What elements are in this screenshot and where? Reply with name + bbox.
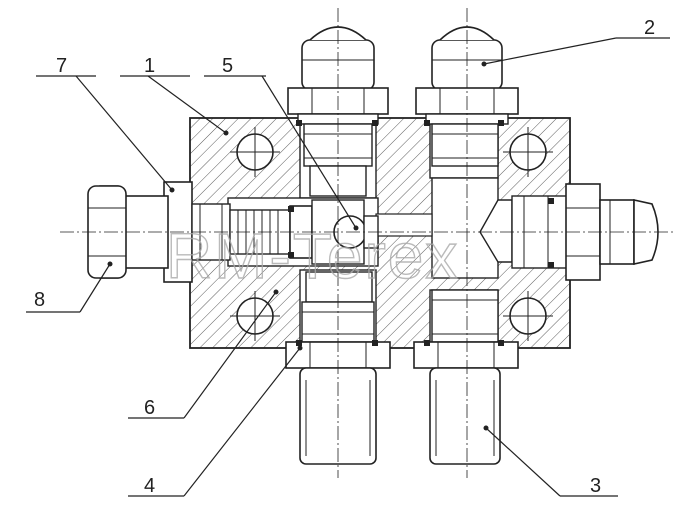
leader-lines [26, 37, 670, 497]
callout-6: 6 [144, 397, 155, 419]
center-lines [60, 8, 676, 478]
lower-right-fitting [413, 289, 519, 465]
callout-2: 2 [644, 17, 655, 39]
callout-7: 7 [56, 55, 67, 77]
seal-rings [288, 120, 554, 346]
watermark: RM-Terex [166, 220, 459, 292]
callout-3: 3 [590, 475, 601, 497]
callout-5: 5 [222, 55, 233, 77]
callout-1: 1 [144, 55, 155, 77]
callout-8: 8 [34, 289, 45, 311]
leader-dots [107, 61, 489, 431]
callout-4: 4 [144, 475, 155, 497]
